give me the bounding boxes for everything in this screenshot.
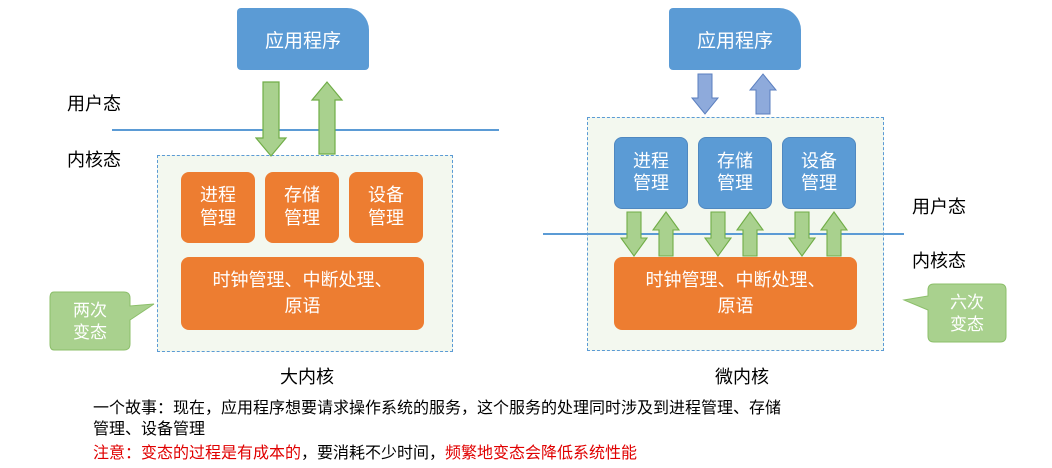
right-app-down-arrow [690,73,720,115]
left-caption: 大内核 [280,367,334,388]
warning-cost: 注意：变态的过程是有成本的 [93,443,302,462]
right-app-arrows [690,73,778,115]
right-process-up-arrow [651,211,681,257]
right-storage-mgmt: 存储 管理 [698,137,772,209]
right-app-label: 应用程序 [696,29,773,52]
right-module-arrows [619,211,849,257]
right-kernel-mode-label: 内核态 [912,251,966,272]
left-callout-text: 两次 变态 [73,301,107,344]
left-storage-mgmt: 存储 管理 [265,172,339,243]
left-user-mode-label: 用户态 [67,94,121,115]
right-device-down-arrow [787,211,817,257]
left-app-box: 应用程序 [237,8,369,70]
left-mode-divider [112,129,499,131]
right-core-box: 时钟管理、中断处理、 原语 [614,257,857,330]
right-callout-shape [902,283,1007,343]
left-device-mgmt: 设备 管理 [349,172,423,243]
left-callout-shape [49,291,155,351]
left-app-label: 应用程序 [264,29,341,52]
right-device-mgmt: 设备 管理 [782,137,856,209]
right-storage-down-arrow [703,211,733,257]
right-process-mgmt: 进程 管理 [614,137,688,209]
right-device-up-arrow [819,211,849,257]
right-storage-up-arrow [735,211,765,257]
warning-time: ，要消耗不少时间， [301,443,446,462]
left-process-mgmt: 进程 管理 [181,172,255,243]
warning-performance: 频繁地变态会降低系统性能 [445,443,638,462]
right-user-mode-label: 用户态 [912,197,966,218]
story-text: 一个故事：现在，应用程序想要请求操作系统的服务，这个服务的处理同时涉及到进程管理… [93,398,782,438]
left-arrows [255,81,344,157]
left-kernel-mode-label: 内核态 [67,150,121,171]
right-callout-text: 六次 变态 [950,293,984,336]
right-process-down-arrow [619,211,649,257]
right-app-up-arrow [748,73,778,115]
left-core-box: 时钟管理、中断处理、 原语 [181,257,424,330]
left-down-arrow [255,81,288,157]
left-up-arrow [310,81,344,155]
warning-line: 注意：变态的过程是有成本的，要消耗不少时间，频繁地变态会降低系统性能 [93,443,993,464]
right-caption: 微内核 [715,367,769,388]
right-app-box: 应用程序 [669,8,801,70]
